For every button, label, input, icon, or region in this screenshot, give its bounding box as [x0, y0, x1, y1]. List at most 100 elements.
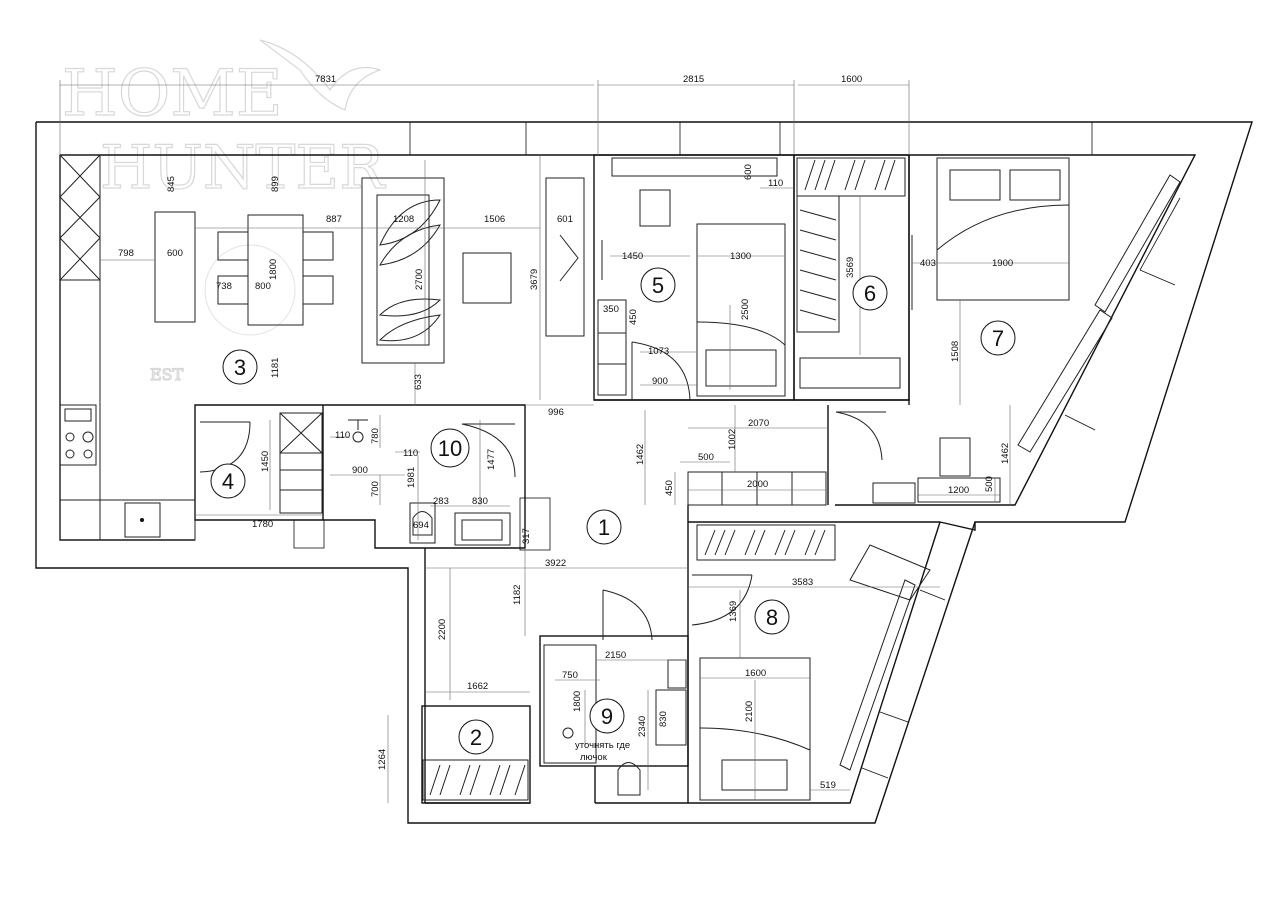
toilet-room-9-icon	[617, 762, 641, 796]
kitchen-counter	[59, 154, 196, 541]
dining-table	[247, 214, 304, 326]
coffee-table	[462, 252, 512, 304]
room-marker-6: 6	[852, 275, 888, 311]
bed-room-7	[936, 157, 1070, 301]
dim-r5-1300: 1300	[730, 251, 751, 262]
dim-r5-350: 350	[603, 304, 619, 315]
room-9-note: уточнять где лючок	[575, 740, 630, 763]
dim-798: 798	[118, 248, 134, 259]
dim-r7-1900: 1900	[992, 258, 1013, 269]
dim-hall-3922: 3922	[545, 558, 566, 569]
dim-r10-317: 317	[521, 528, 532, 544]
dim-r4-1450: 1450	[260, 451, 271, 472]
watermark-emblem-icon	[204, 244, 296, 336]
dim-633: 633	[413, 374, 424, 390]
room-number-3: 3	[234, 355, 246, 380]
dim-r9-2150: 2150	[605, 650, 626, 661]
dim-r10-830: 830	[472, 496, 488, 507]
room-8-furniture	[691, 524, 931, 801]
dim-hall-996: 996	[548, 407, 564, 418]
dim-r6-3569: 3569	[845, 257, 856, 278]
dim-hall-2200: 2200	[437, 619, 448, 640]
dim-r8-1600: 1600	[745, 668, 766, 679]
room-marker-3: 3	[222, 349, 258, 385]
dimension-lines	[59, 80, 1069, 803]
dim-r2-1264: 1264	[377, 749, 388, 770]
room-number-5: 5	[652, 273, 664, 298]
dim-hall-1002: 1002	[727, 429, 738, 450]
room-marker-10: 10	[430, 428, 470, 468]
dim-r7-1200: 1200	[948, 485, 969, 496]
toilet-room-10-icon	[409, 502, 436, 544]
room-7-furniture	[835, 157, 1181, 504]
dim-r7-403: 403	[920, 258, 936, 269]
shower-icon	[352, 431, 364, 443]
dim-2700: 2700	[414, 269, 425, 290]
room-marker-2: 2	[458, 719, 494, 755]
room-number-6: 6	[864, 281, 876, 306]
room-marker-9: 9	[589, 698, 625, 734]
dim-r7-1508: 1508	[950, 341, 961, 362]
dim-r7-1462: 1462	[1000, 443, 1011, 464]
watermark-eagle-icon	[259, 39, 382, 111]
dim-r8-519: 519	[820, 780, 836, 791]
room-number-4: 4	[222, 469, 234, 494]
room-5-furniture	[597, 157, 786, 401]
room-number-2: 2	[470, 725, 482, 750]
watermark-hunter: HUNTER	[100, 133, 386, 203]
room-marker-4: 4	[210, 463, 246, 499]
room-6-wardrobe	[796, 157, 913, 389]
note-line-1: уточнять где	[575, 740, 630, 751]
dim-r5-900: 900	[652, 376, 668, 387]
dim-hall-2000: 2000	[747, 479, 768, 490]
dim-r8-3583: 3583	[792, 577, 813, 588]
dim-1506: 1506	[484, 214, 505, 225]
dim-r5-110: 110	[768, 178, 783, 189]
dim-r9-1800: 1800	[572, 691, 583, 712]
room-4-furniture	[199, 412, 323, 514]
dim-845: 845	[166, 176, 177, 192]
dim-hall-1662: 1662	[467, 681, 488, 692]
dim-r10-1981: 1981	[406, 467, 417, 488]
dim-738: 738	[216, 281, 232, 292]
room-number-1: 1	[598, 515, 610, 540]
tv-unit	[545, 177, 585, 337]
room-marker-5: 5	[640, 267, 676, 303]
dim-r9-830: 830	[658, 711, 669, 727]
dim-r8-2100: 2100	[744, 701, 755, 722]
dim-r5-450: 450	[628, 309, 639, 325]
bed-room-5	[696, 223, 786, 397]
dim-r5-1073: 1073	[648, 346, 669, 357]
room-marker-7: 7	[980, 320, 1016, 356]
room-marker-8: 8	[754, 599, 790, 635]
dim-3679: 3679	[529, 269, 540, 290]
stove-icon	[59, 404, 97, 466]
dim-r10-110b: 110	[403, 448, 418, 459]
dim-r5-2500: 2500	[740, 299, 751, 320]
dim-r10-110a: 110	[335, 430, 350, 441]
dim-r4-1780: 1780	[252, 519, 273, 530]
dim-800: 800	[255, 281, 271, 292]
dim-r5-600: 600	[743, 164, 754, 180]
dim-600: 600	[167, 248, 183, 259]
dim-top-total: 7831	[315, 74, 336, 85]
room-9-furniture	[543, 589, 687, 796]
washbasin-room-9-icon	[655, 689, 687, 746]
dim-887: 887	[326, 214, 342, 225]
dim-r10-900: 900	[352, 465, 368, 476]
kitchen-island	[154, 211, 196, 323]
dim-r10-694: 694	[413, 520, 429, 531]
dim-r10-780: 780	[370, 428, 381, 444]
dim-r9-750: 750	[562, 670, 578, 681]
room-number-7: 7	[992, 326, 1004, 351]
dim-top-right: 1600	[841, 74, 862, 85]
room-markers: 1 2 3 4 5 6 7 8	[210, 267, 1016, 755]
dimension-labels: 7831 2815 1600 845 899 798 600 887 1208 …	[118, 74, 1013, 791]
watermark-logo: HOME HUNTER EST	[61, 39, 387, 385]
dim-1181: 1181	[270, 358, 281, 378]
dim-601: 601	[557, 214, 573, 225]
room-10-furniture	[348, 419, 516, 546]
dim-top-mid: 2815	[683, 74, 704, 85]
dim-r10-283: 283	[433, 496, 449, 507]
